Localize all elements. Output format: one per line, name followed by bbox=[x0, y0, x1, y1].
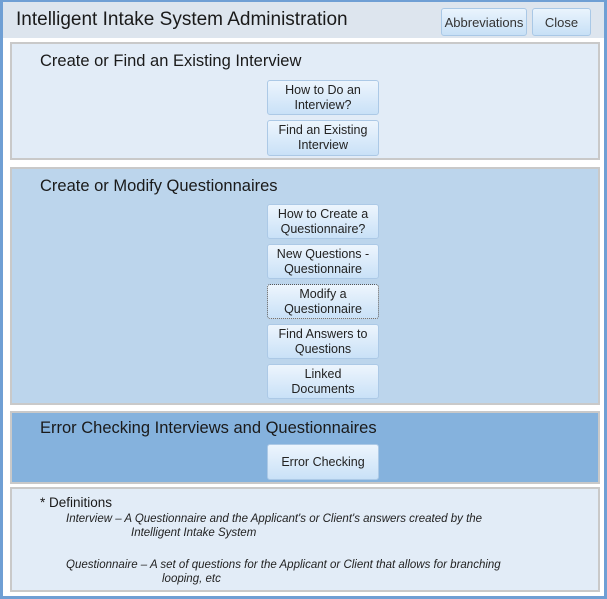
section-interviews: Create or Find an Existing Interview How… bbox=[10, 42, 600, 160]
section-questionnaires: Create or Modify Questionnaires How to C… bbox=[10, 167, 600, 405]
abbreviations-button[interactable]: Abbreviations bbox=[441, 8, 527, 36]
definitions-panel: * Definitions Interview – A Questionnair… bbox=[10, 487, 600, 592]
error-checking-button[interactable]: Error Checking bbox=[267, 444, 379, 480]
definition-interview-line2: Intelligent Intake System bbox=[131, 527, 257, 539]
find-answers-button[interactable]: Find Answers to Questions bbox=[267, 324, 379, 359]
section-title: Create or Find an Existing Interview bbox=[40, 52, 302, 70]
linked-documents-button[interactable]: Linked Documents bbox=[267, 364, 379, 399]
section-title: Error Checking Interviews and Questionna… bbox=[40, 419, 377, 437]
definition-questionnaire-line2: looping, etc bbox=[162, 573, 221, 585]
how-to-create-questionnaire-button[interactable]: How to Create a Questionnaire? bbox=[267, 204, 379, 239]
how-to-do-interview-button[interactable]: How to Do an Interview? bbox=[267, 80, 379, 115]
modify-questionnaire-button[interactable]: Modify a Questionnaire bbox=[267, 284, 379, 319]
definition-interview-line1: Interview – A Questionnaire and the Appl… bbox=[66, 513, 483, 525]
close-button[interactable]: Close bbox=[532, 8, 591, 36]
section-error-checking: Error Checking Interviews and Questionna… bbox=[10, 411, 600, 484]
window-title: Intelligent Intake System Administration bbox=[16, 9, 348, 30]
title-bar: Intelligent Intake System Administration… bbox=[3, 2, 604, 38]
definitions-heading: * Definitions bbox=[40, 495, 113, 510]
section-title: Create or Modify Questionnaires bbox=[40, 177, 278, 195]
definition-questionnaire-line1: Questionnaire – A set of questions for t… bbox=[66, 559, 501, 571]
find-existing-interview-button[interactable]: Find an Existing Interview bbox=[267, 120, 379, 156]
new-questions-questionnaire-button[interactable]: New Questions - Questionnaire bbox=[267, 244, 379, 279]
